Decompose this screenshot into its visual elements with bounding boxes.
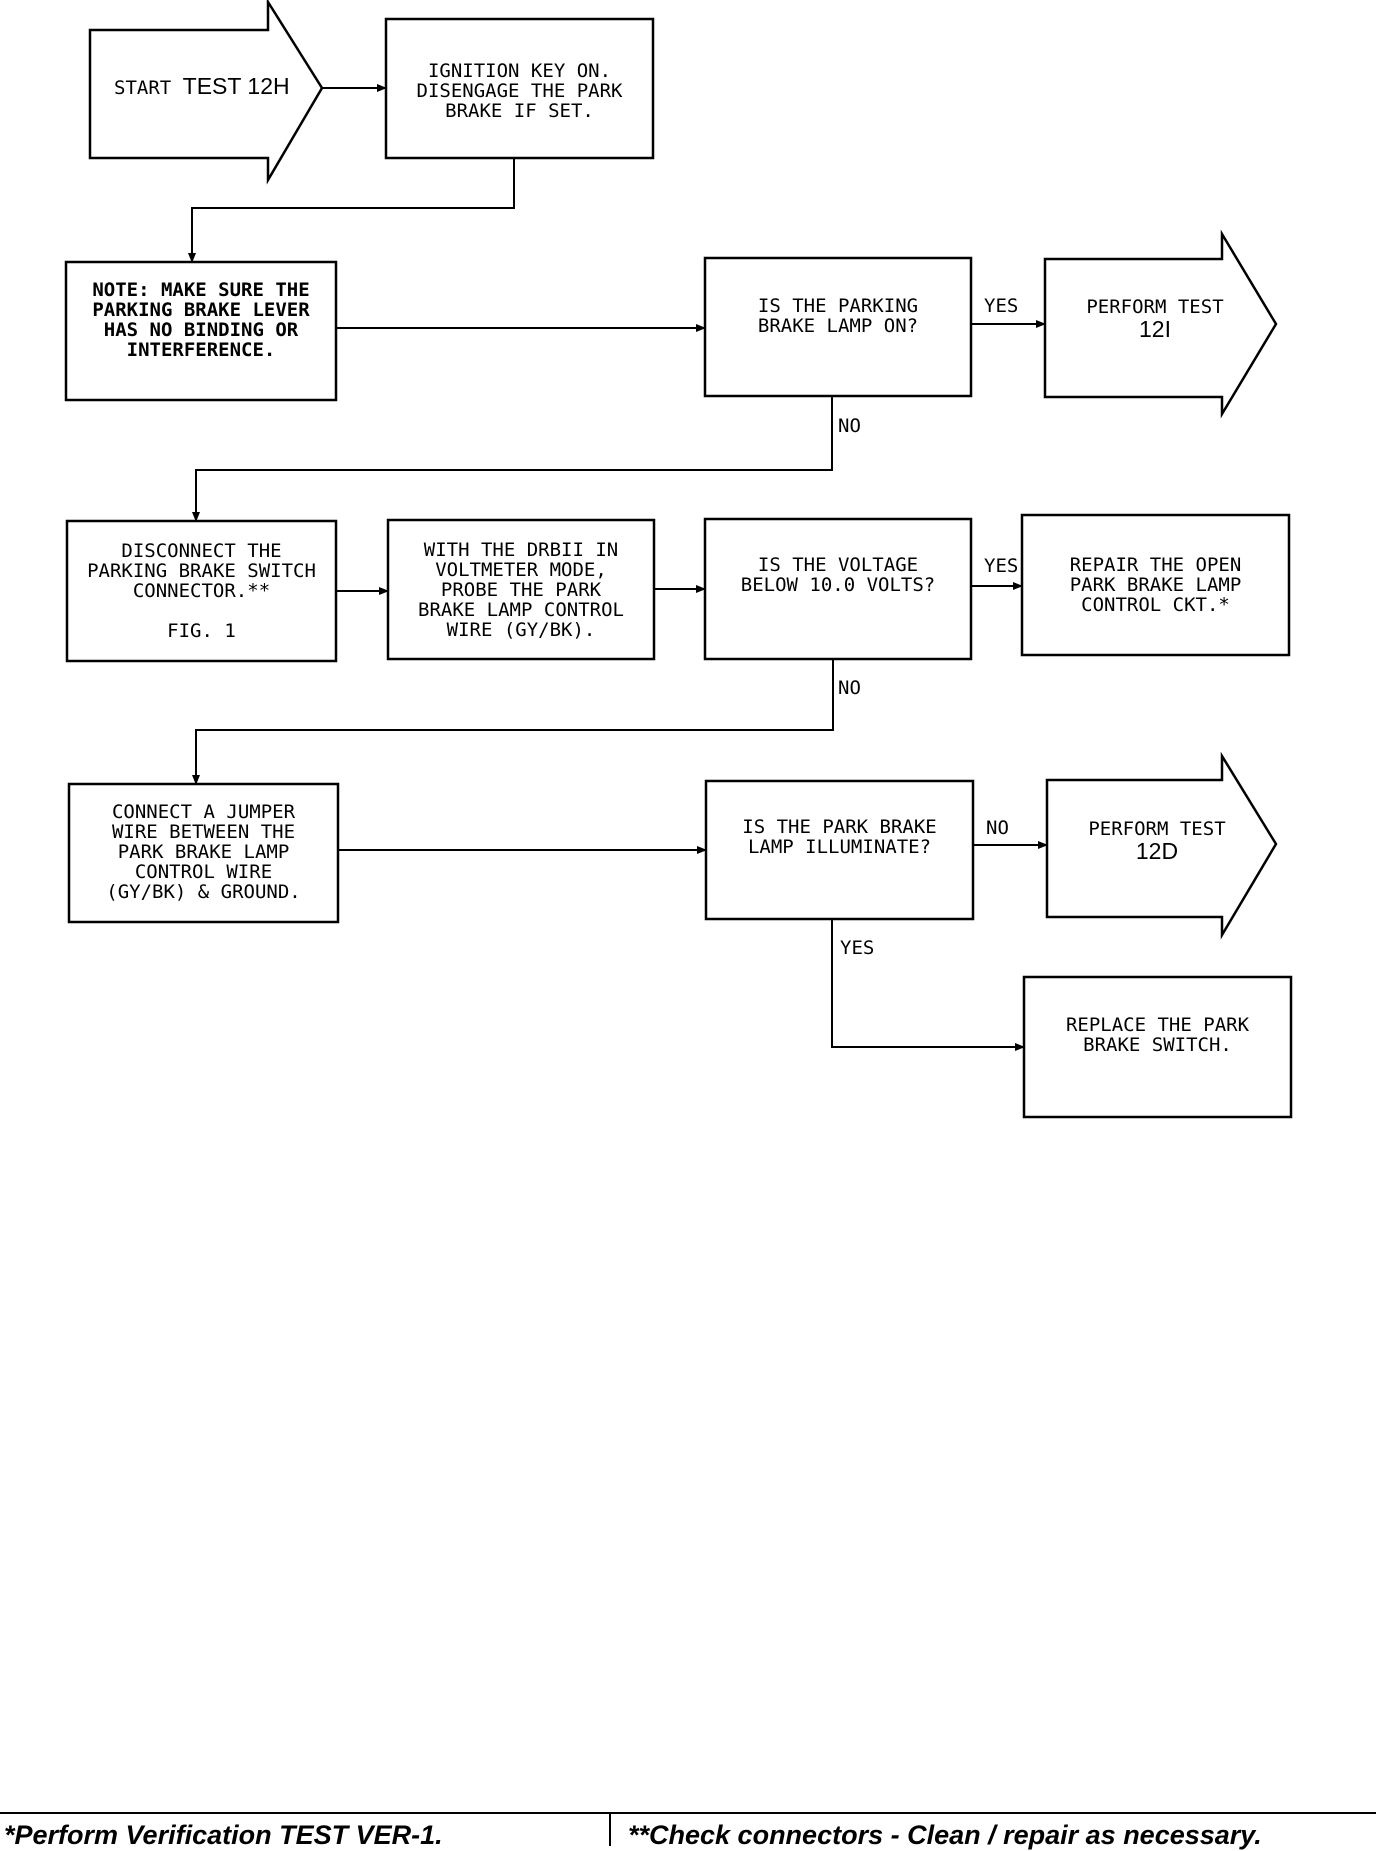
jumper-line: (GY/BK) & GROUND. bbox=[106, 881, 301, 903]
probe-line: WIRE (GY/BK). bbox=[446, 619, 596, 641]
perform-12i-arrow-shape bbox=[1043, 229, 1278, 419]
perform-line: PERFORM TEST bbox=[1086, 296, 1224, 318]
note-line: PARKING BRAKE LEVER bbox=[92, 299, 310, 321]
perform-12d-arrow-shape bbox=[1045, 751, 1278, 940]
disconnect-line: DISCONNECT THE bbox=[121, 540, 282, 562]
perform-test-id: 12I bbox=[1139, 316, 1171, 342]
probe-line: PROBE THE PARK bbox=[440, 579, 602, 601]
footer-note-connectors: **Check connectors - Clean / repair as n… bbox=[628, 1820, 1262, 1850]
jumper-line: WIRE BETWEEN THE bbox=[111, 821, 296, 843]
perform-test-12d: PERFORM TEST 12D bbox=[1047, 812, 1267, 868]
question-line: BRAKE LAMP ON? bbox=[757, 315, 919, 337]
note-box-outline bbox=[64, 260, 338, 402]
repair-box: REPAIR THE OPEN PARK BRAKE LAMP CONTROL … bbox=[1022, 515, 1289, 655]
label-yes-illuminate: YES bbox=[840, 937, 875, 959]
note-line: INTERFERENCE. bbox=[126, 339, 276, 361]
question-lamp-on-box: IS THE PARKING BRAKE LAMP ON? bbox=[705, 258, 971, 396]
label-no-lamp-on: NO bbox=[838, 415, 861, 437]
jumper-box-outline bbox=[67, 782, 340, 924]
footer-bar bbox=[0, 1812, 1376, 1848]
repair-line: REPAIR THE OPEN bbox=[1069, 554, 1242, 576]
question-line: IS THE VOLTAGE bbox=[757, 554, 919, 576]
probe-line: VOLTMETER MODE, bbox=[435, 559, 607, 581]
start-test-id: TEST 12H bbox=[182, 73, 290, 99]
disconnect-line: PARKING BRAKE SWITCH bbox=[87, 560, 316, 582]
connector-qlamp-disconnect bbox=[192, 396, 833, 522]
perform-line: PERFORM TEST bbox=[1088, 818, 1226, 840]
jumper-line: PARK BRAKE LAMP bbox=[117, 841, 290, 863]
jumper-box: CONNECT A JUMPER WIRE BETWEEN THE PARK B… bbox=[69, 784, 338, 922]
ignition-line: BRAKE IF SET. bbox=[445, 100, 594, 122]
question-line: IS THE PARKING bbox=[757, 295, 919, 317]
disconnect-box: DISCONNECT THE PARKING BRAKE SWITCH CONN… bbox=[67, 521, 336, 661]
label-no-voltage: NO bbox=[838, 677, 861, 699]
start-label: START TEST 12H bbox=[114, 73, 290, 99]
jumper-line: CONNECT A JUMPER bbox=[111, 801, 296, 823]
note-line: HAS NO BINDING OR bbox=[103, 319, 299, 341]
connector-qilluminate-replace bbox=[831, 919, 1025, 1051]
connector-qvoltage-jumper bbox=[192, 659, 834, 785]
disconnect-line: CONNECTOR.** bbox=[132, 580, 271, 602]
question-line: LAMP ILLUMINATE? bbox=[747, 836, 932, 858]
ignition-line: DISENGAGE THE PARK bbox=[416, 80, 623, 102]
question-line: BELOW 10.0 VOLTS? bbox=[740, 574, 936, 596]
question-illuminate-box: IS THE PARK BRAKE LAMP ILLUMINATE? bbox=[706, 781, 973, 919]
replace-line: BRAKE SWITCH. bbox=[1083, 1034, 1232, 1056]
probe-line: BRAKE LAMP CONTROL bbox=[418, 599, 624, 621]
footer-divider bbox=[609, 1812, 611, 1846]
figure-reference: FIG. 1 bbox=[167, 620, 236, 642]
note-line: NOTE: MAKE SURE THE bbox=[92, 279, 310, 301]
probe-line: WITH THE DRBII IN bbox=[423, 539, 619, 561]
start-prefix: START bbox=[114, 77, 172, 99]
note-box: NOTE: MAKE SURE THE PARKING BRAKE LEVER … bbox=[66, 262, 336, 400]
label-no-illuminate: NO bbox=[986, 817, 1009, 839]
perform-test-id: 12D bbox=[1135, 838, 1179, 864]
probe-box: WITH THE DRBII IN VOLTMETER MODE, PROBE … bbox=[388, 520, 654, 659]
question-line: IS THE PARK BRAKE bbox=[742, 816, 937, 838]
label-yes-voltage: YES bbox=[984, 555, 1019, 577]
repair-line: CONTROL CKT.* bbox=[1081, 594, 1230, 616]
repair-line: PARK BRAKE LAMP bbox=[1069, 574, 1242, 596]
jumper-line: CONTROL WIRE bbox=[134, 861, 273, 883]
start-arrow-shape bbox=[88, 0, 324, 185]
connector-ignition-note bbox=[188, 158, 515, 263]
ignition-box: IGNITION KEY ON. DISENGAGE THE PARK BRAK… bbox=[386, 19, 653, 158]
label-yes-lamp-on: YES bbox=[984, 295, 1019, 317]
replace-box: REPLACE THE PARK BRAKE SWITCH. bbox=[1024, 977, 1291, 1117]
perform-test-12i: PERFORM TEST 12I bbox=[1045, 290, 1265, 346]
footer-note-verification: *Perform Verification TEST VER-1. bbox=[4, 1820, 443, 1850]
replace-line: REPLACE THE PARK bbox=[1065, 1014, 1250, 1036]
question-voltage-box: IS THE VOLTAGE BELOW 10.0 VOLTS? bbox=[705, 519, 971, 659]
ignition-line: IGNITION KEY ON. bbox=[427, 60, 612, 82]
